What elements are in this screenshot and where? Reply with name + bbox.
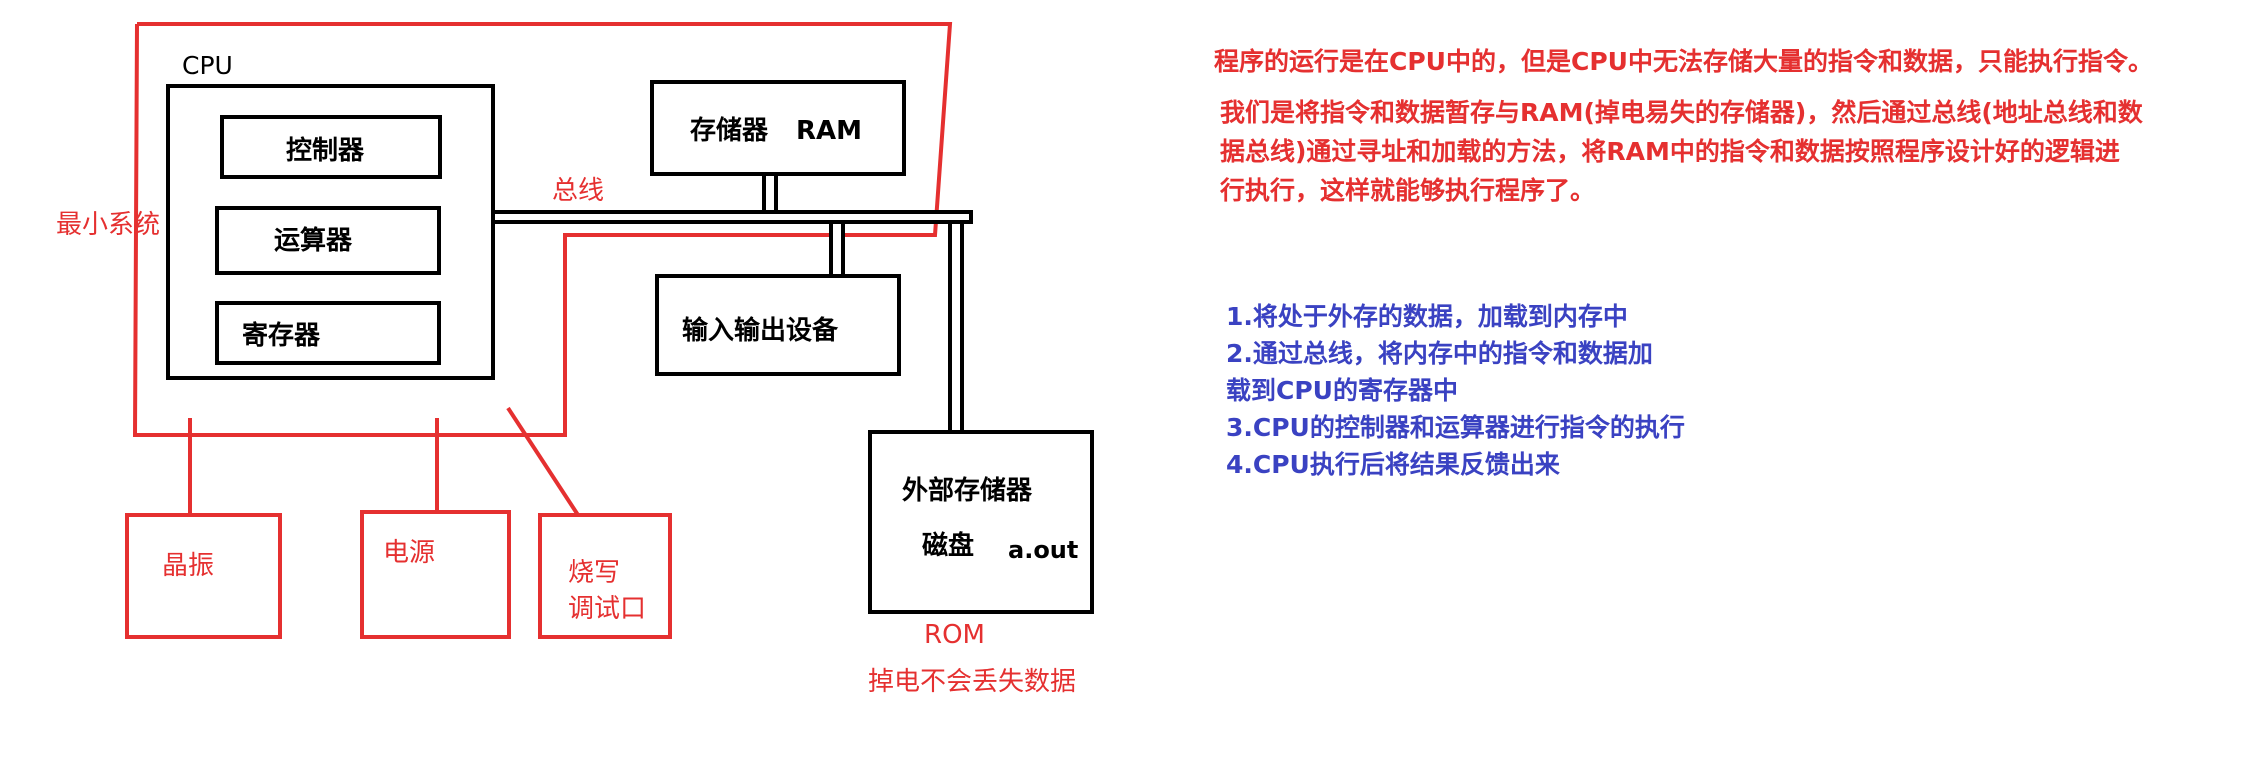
disk-label: 磁盘 — [922, 531, 975, 561]
cpu-box — [166, 84, 495, 380]
io-box — [655, 274, 901, 376]
ram-bus-link — [762, 172, 778, 214]
ram-label: 存储器 — [690, 116, 769, 146]
debug-label-line2: 调试口 — [568, 594, 647, 624]
file-label: a.out — [1008, 536, 1079, 564]
note-line-3: 据总线)通过寻址和加载的方法，将RAM中的指令和数据按照程序设计好的逻辑进 — [1220, 137, 2120, 166]
crystal-label: 晶振 — [162, 551, 215, 581]
power-box — [360, 510, 511, 639]
debug-label-line1: 烧写 — [568, 558, 621, 588]
bus-label: 总线 — [552, 176, 605, 206]
external-storage-box — [868, 430, 1094, 614]
step-2a: 2.通过总线，将内存中的指令和数据加 — [1226, 339, 1653, 368]
alu-label: 运算器 — [274, 226, 353, 256]
register-label: 寄存器 — [242, 321, 321, 351]
alu-box — [215, 206, 441, 275]
note-line-2: 我们是将指令和数据暂存与RAM(掉电易失的存储器)，然后通过总线(地址总线和数 — [1220, 98, 2143, 127]
io-bus-link — [829, 220, 845, 278]
cpu-title: CPU — [182, 51, 233, 80]
ram-tag: RAM — [796, 116, 863, 146]
bus-bar — [491, 210, 973, 224]
rom-label: ROM — [924, 620, 985, 650]
controller-box — [220, 115, 442, 179]
minimal-system-label: 最小系统 — [56, 210, 161, 240]
rom-note: 掉电不会丢失数据 — [868, 667, 1077, 697]
step-1: 1.将处于外存的数据，加载到内存中 — [1226, 302, 1628, 331]
minimal-system-outline — [132, 22, 953, 437]
crystal-box — [125, 513, 282, 639]
register-box — [215, 301, 441, 365]
step-3: 3.CPU的控制器和运算器进行指令的执行 — [1226, 413, 1685, 442]
step-2b: 载到CPU的寄存器中 — [1226, 376, 1458, 405]
external-bus-link — [948, 220, 964, 434]
io-label: 输入输出设备 — [682, 316, 839, 346]
debug-connector — [506, 406, 580, 517]
external-storage-label: 外部存储器 — [902, 476, 1033, 506]
step-4: 4.CPU执行后将结果反馈出来 — [1226, 450, 1560, 479]
debug-box — [538, 513, 672, 639]
controller-label: 控制器 — [286, 136, 365, 166]
note-line-4: 行执行，这样就能够执行程序了。 — [1220, 176, 1596, 205]
power-label: 电源 — [383, 538, 436, 568]
note-line-1: 程序的运行是在CPU中的，但是CPU中无法存储大量的指令和数据，只能执行指令。 — [1214, 47, 2153, 76]
